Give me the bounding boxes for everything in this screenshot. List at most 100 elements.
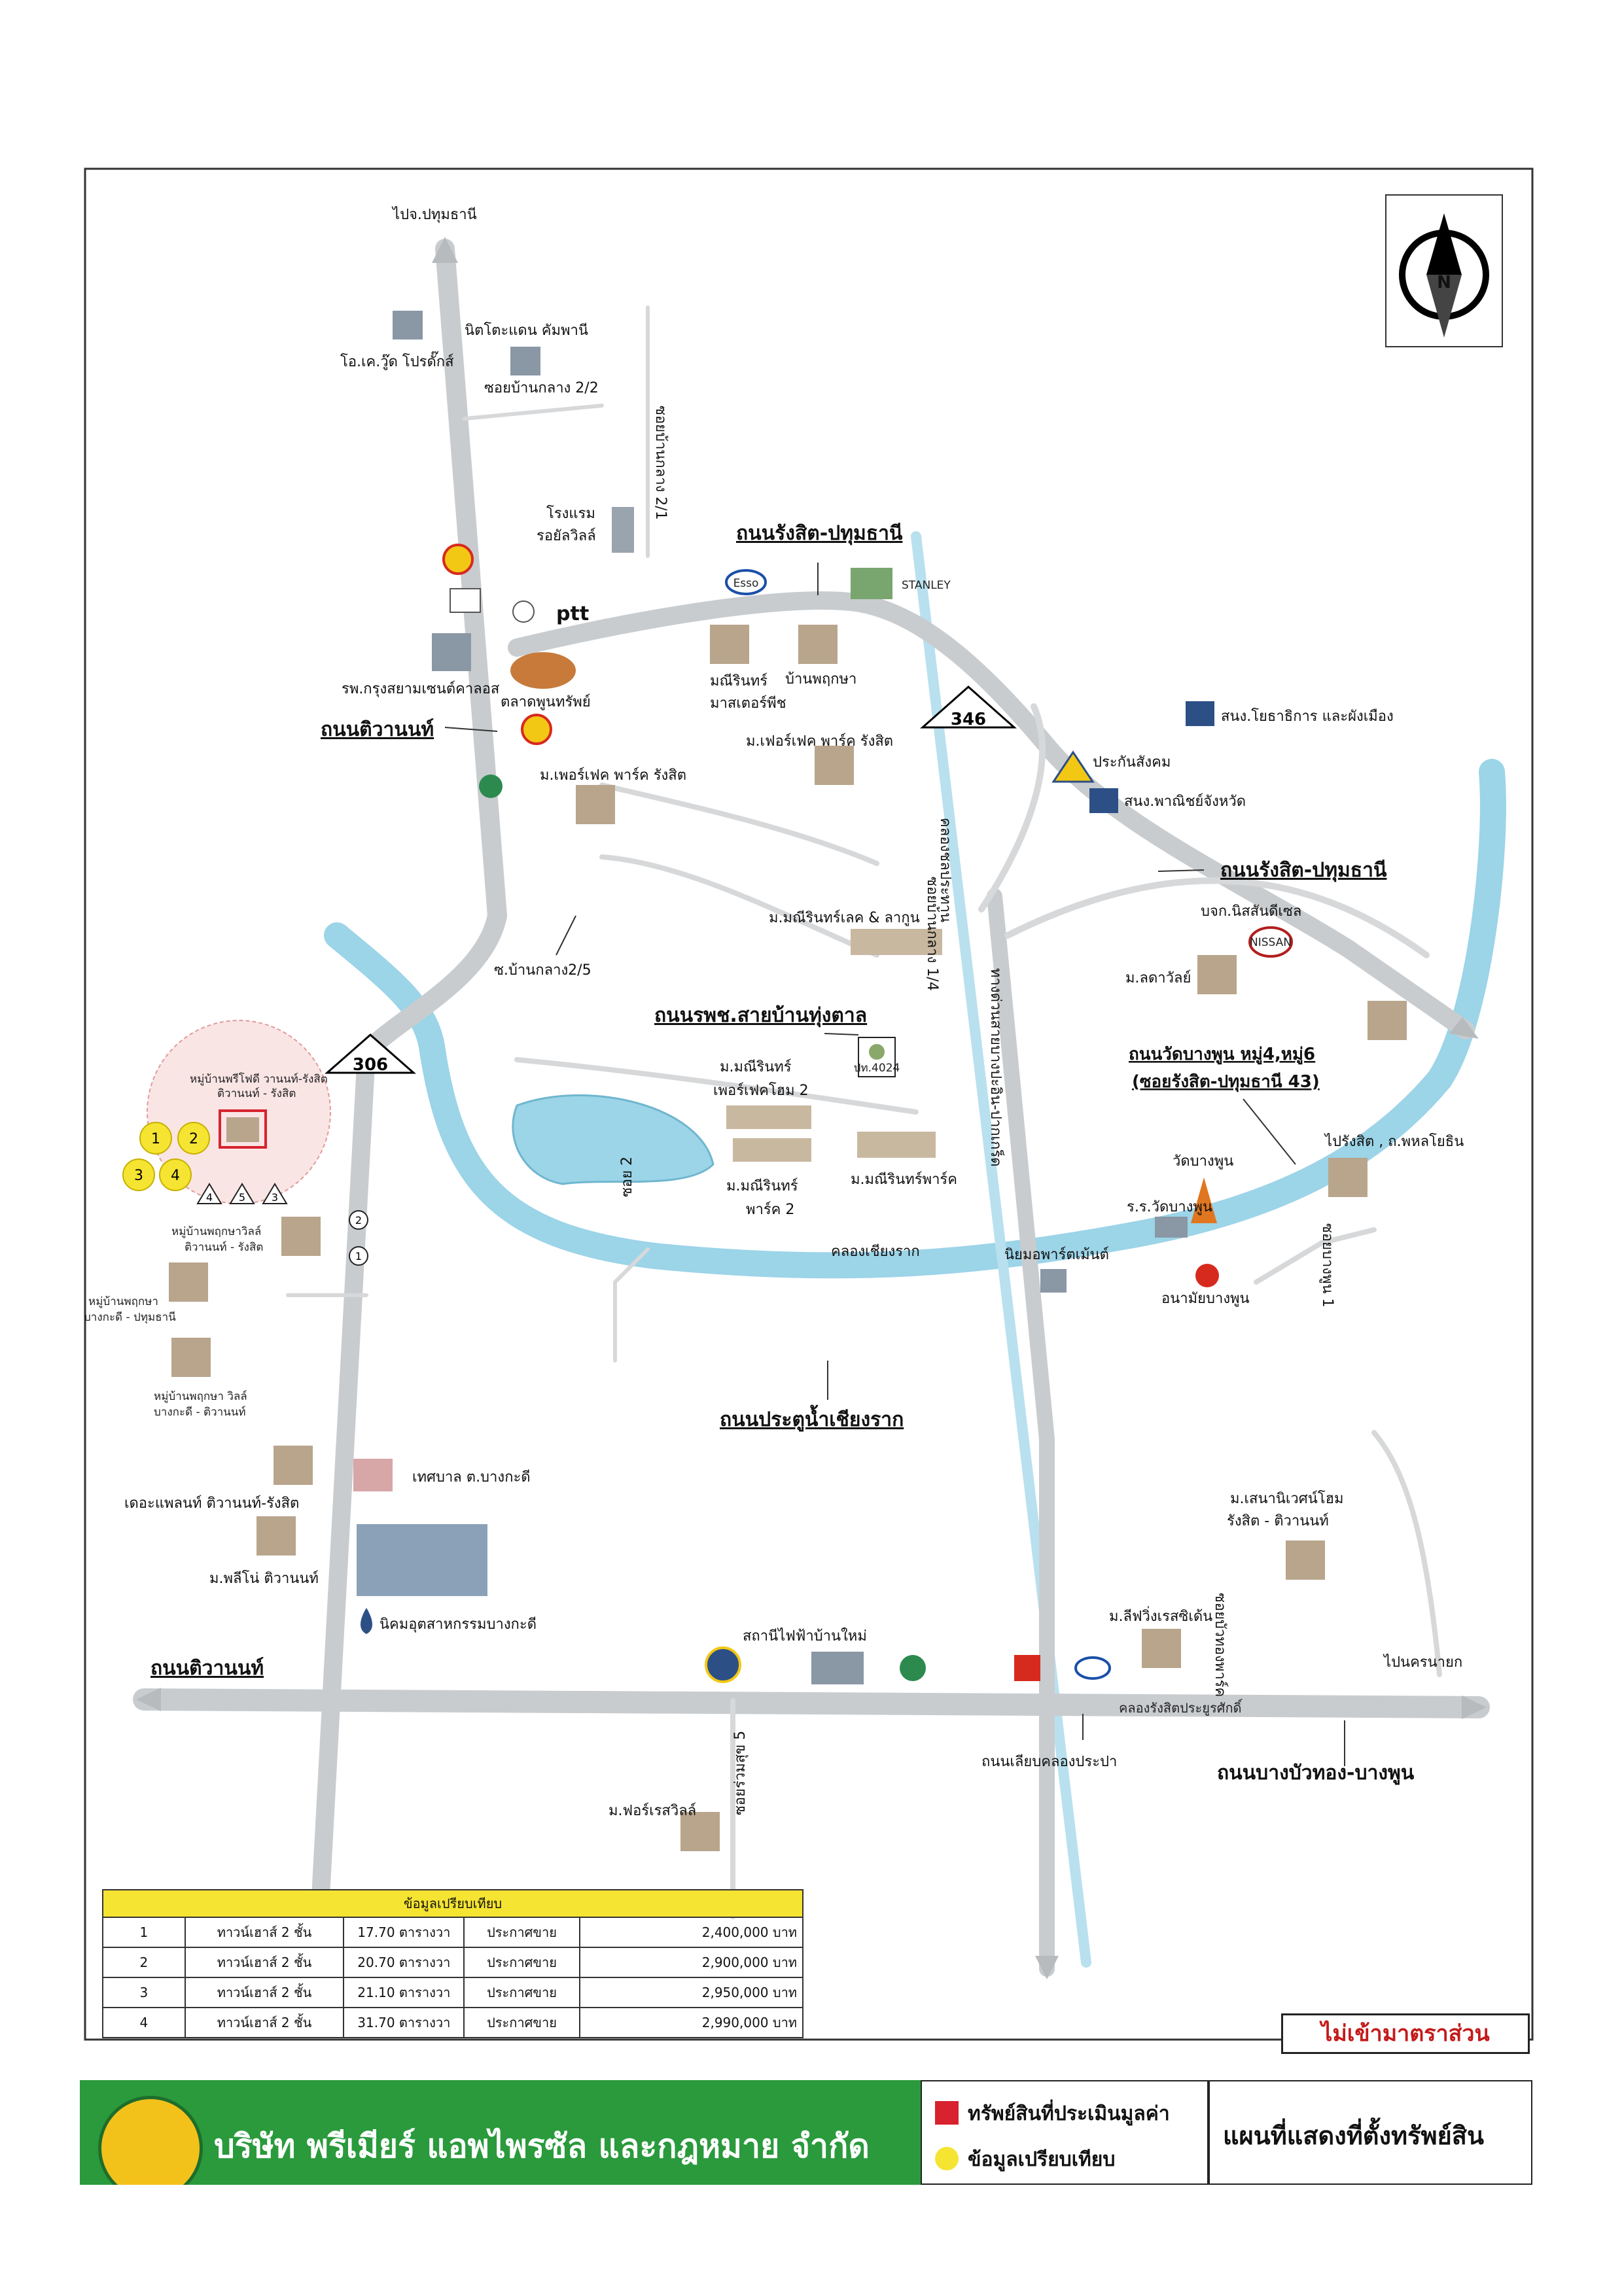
label-rangsit-pathum-right: ถนนรังสิต-ปทุมธานี	[1220, 859, 1387, 882]
comparison-price: 2,900,000 บาท	[578, 1947, 804, 1978]
house-icon	[1197, 955, 1237, 994]
label-soi-2-2: ซอยบ้านกลาง 2/2	[484, 380, 599, 396]
small-arrow-markers	[196, 1183, 368, 1266]
label-expressway: ทางด่วนสายบางปะอิน-ปากเกร็ด	[987, 968, 1006, 1167]
label-maneerin-lake: ม.มณีรินทร์เลค & ลากูน	[769, 910, 920, 926]
arrow-marker-5: 5	[239, 1191, 245, 1204]
esso-logo: Esso	[733, 577, 759, 590]
gas-station-icon	[479, 774, 503, 798]
label-the-plant: เดอะแพลนท์ ติวานนท์-รังสิต	[124, 1495, 299, 1512]
house-icon	[274, 1446, 313, 1485]
label-hospital: รพ.กรุงสยามเซนต์คาลอส	[342, 681, 500, 697]
label-provincial-office: สนง.โยธาธิการ และผังเมือง	[1221, 708, 1394, 725]
not-to-scale-label: ไม่เข้ามาตราส่วน	[1281, 2013, 1530, 2054]
market-icon	[510, 652, 576, 689]
label-nitto: นิตโตะแดน คัมพานี	[465, 322, 588, 339]
label-baan-pruksa: บ้านพฤกษา	[785, 671, 856, 687]
house-icon	[710, 625, 749, 664]
secondary-road-7	[1254, 1227, 1377, 1285]
house-row-icon	[726, 1105, 811, 1129]
comparison-title: ข้อมูลเปรียบเทียบ	[102, 1889, 803, 1918]
legend: ทรัพย์สินที่ประเมินมูลค่า ข้อมูลเปรียบเท…	[921, 2080, 1209, 2185]
legend-comparable-swatch	[935, 2147, 959, 2170]
esso-icon	[1074, 1656, 1111, 1680]
label-maneerin-park: ม.มณีรินทร์พาร์ค	[851, 1172, 957, 1188]
mercedes-icon	[512, 600, 535, 623]
label-commerce-office: สนง.พาณิชย์จังหวัด	[1124, 793, 1246, 810]
house-icon	[1286, 1540, 1325, 1580]
label-soi-bangpoon-1: ซอยบางพูน 1	[1319, 1223, 1335, 1308]
school-icon	[1155, 1217, 1188, 1238]
label-pruksa-ville-1: หมู่บ้านพฤกษาวิลล์ ติวานนท์ - รังสิต	[171, 1225, 265, 1254]
house-icon	[171, 1338, 211, 1377]
house-row-icon	[851, 929, 942, 955]
label-soi-2-5: ซ.บ้านกลาง2/5	[494, 962, 591, 979]
house-icon	[798, 625, 838, 664]
legend-subject-swatch	[935, 2101, 959, 2125]
house-row-icon	[857, 1132, 936, 1158]
social-security-icon	[1051, 750, 1095, 783]
label-to-nakhon-nayok: ไปนครนายก	[1383, 1654, 1462, 1671]
tiwanon-road-south	[311, 1044, 376, 1906]
label-baan-mai-station: สถานีไฟฟ้าบ้านใหม่	[743, 1627, 867, 1644]
comparable-3-number: 3	[134, 1168, 143, 1184]
place-icons: ptt Esso STANLEY NISSAN ปท.4024	[169, 311, 1407, 1851]
arrow-marker-4: 4	[206, 1191, 213, 1204]
tiwanon-curve	[357, 906, 507, 1063]
government-icon	[1089, 788, 1118, 813]
label-industrial-estate: นิคมอุตสาหกรรมบางกะดี	[380, 1616, 537, 1633]
label-soi-2: ซอย 2	[619, 1157, 635, 1197]
house-icon	[576, 785, 615, 824]
route-306-label: 306	[353, 1055, 388, 1075]
water-icon	[361, 1608, 372, 1634]
marker-numbers: 1 2 3 4 4 5 3 2 1	[134, 1131, 362, 1262]
apartment-icon	[1040, 1269, 1067, 1293]
comparable-2-number: 2	[189, 1131, 198, 1147]
label-lat-tawan: ม.ลดาวัลย์	[1125, 970, 1191, 986]
comparison-area: 21.10 ตารางวา	[343, 1977, 465, 2008]
shell-icon	[442, 544, 474, 575]
comparable-1-number: 1	[151, 1131, 160, 1147]
map-title-box: แผนที่แสดงที่ตั้งทรัพย์สิน	[1209, 2080, 1532, 2185]
comparable-markers	[122, 1122, 210, 1191]
esso-icon	[725, 569, 767, 595]
label-maneerin-master: มณีรินทร์ มาสเตอร์พีช	[710, 673, 786, 712]
house-icon	[281, 1217, 321, 1256]
power-station-icon	[705, 1646, 741, 1683]
stanley-logo: STANLEY	[902, 579, 951, 592]
label-bangbuathong-road: ถนนบางบัวทอง-บางพูน	[1217, 1762, 1415, 1785]
label-rangsit-pathum-top: ถนนรังสิต-ปทุมธานี	[736, 522, 903, 546]
label-perfect-park-2: ม.เฟอร์เฟค พาร์ค รังสิต	[746, 733, 893, 750]
label-wat-road-2: (ซอยรังสิต-ปทุมธานี 43)	[1132, 1072, 1320, 1092]
house-icon	[1328, 1158, 1368, 1197]
comparable-2	[177, 1122, 210, 1155]
arrow-south	[1035, 1956, 1059, 1979]
comparison-status: ประกาศขาย	[463, 1977, 580, 2008]
factory-icon	[393, 311, 423, 339]
khlong-chiang-rak	[324, 759, 1506, 1279]
secondary-road-5	[599, 854, 879, 958]
route-346-label: 346	[951, 710, 986, 729]
label-to-rangsit: ไปรังสิต , ถ.พหลโยธิน	[1324, 1133, 1464, 1150]
pathum-4024-label: ปท.4024	[854, 1062, 900, 1075]
secondary-road-2	[1004, 877, 1430, 958]
shell-icon	[521, 714, 552, 745]
label-nissan-dealer: บจก.นิสสันดีเซล	[1201, 903, 1301, 920]
health-center-icon	[1195, 1264, 1219, 1287]
comparison-status: ประกาศขาย	[463, 2007, 580, 2038]
industrial-icon	[357, 1524, 487, 1596]
secondary-road-1	[978, 703, 1046, 913]
label-pruksa-bangkadi: หมู่บ้านพฤกษา บางกะดี - ปทุมธานี	[84, 1295, 176, 1324]
label-wat-bangpoon: วัดบางพูน	[1173, 1153, 1233, 1170]
comparison-type: ทาวน์เฮาส์ 2 ชั้น	[184, 1917, 345, 1948]
comparable-3	[122, 1158, 155, 1191]
house-icon	[1142, 1629, 1181, 1668]
road-layer	[133, 239, 1490, 1977]
comparison-type: ทาวน์เฮาส์ 2 ชั้น	[184, 2007, 345, 2038]
retail-icon	[1014, 1655, 1040, 1681]
pointer-lines	[444, 563, 1345, 1766]
